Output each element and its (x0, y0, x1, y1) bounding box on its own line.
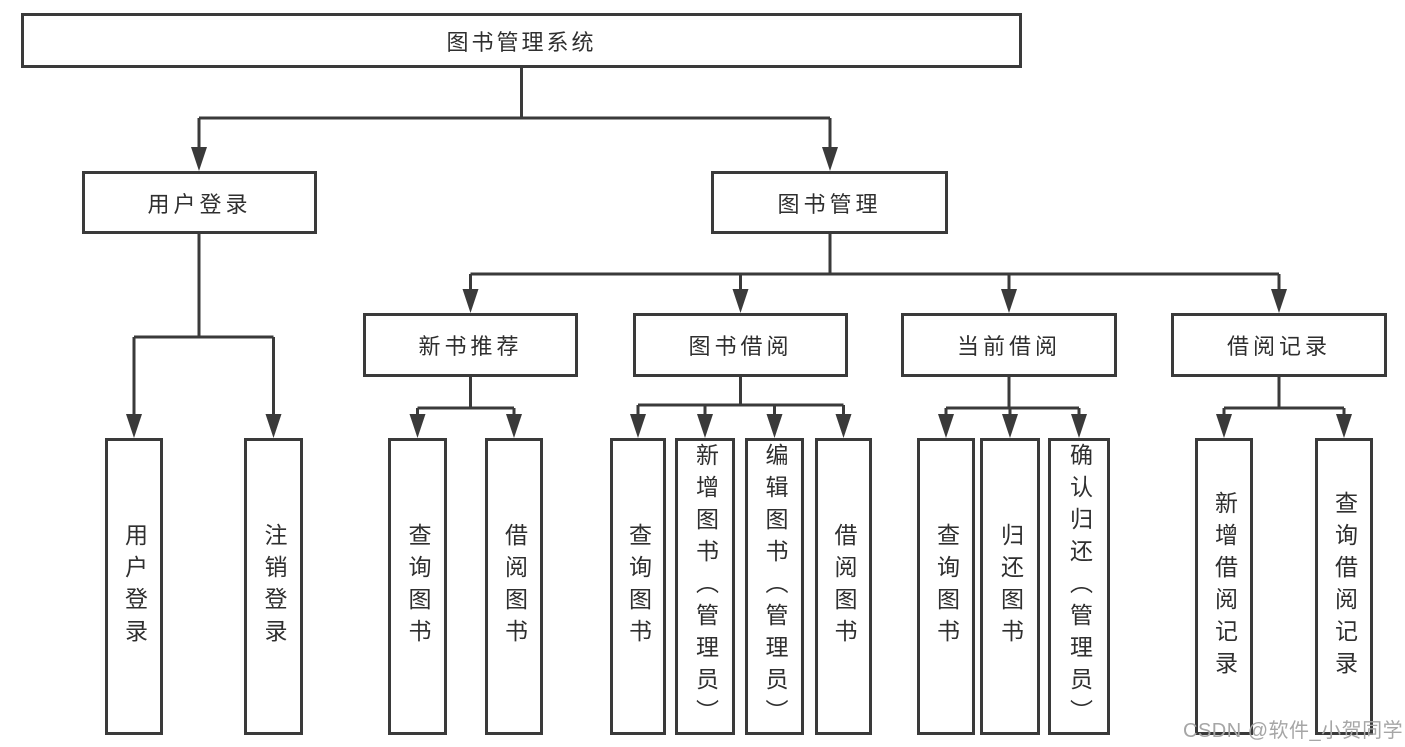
leaf-logout-label: 注销登录 (261, 522, 287, 651)
leaf-add-books-admin-label: 新增图书（管理员） (692, 442, 719, 731)
node-root-label: 图书管理系统 (446, 29, 597, 55)
node-book-management: 图书管理 (711, 171, 948, 234)
leaf-query-books-current: 查询图书 (917, 438, 975, 735)
node-current-borrowing-label: 当前借阅 (956, 334, 1061, 359)
leaf-query-books-recommend-label: 查询图书 (405, 522, 431, 651)
leaf-borrow-books-label: 借阅图书 (831, 522, 857, 651)
leaf-user-login: 用户登录 (105, 438, 163, 735)
leaf-borrow-books-recommend: 借阅图书 (485, 438, 543, 735)
node-user-login: 用户登录 (82, 171, 317, 234)
leaf-query-books-current-label: 查询图书 (933, 522, 960, 651)
node-root-library-system: 图书管理系统 (21, 13, 1022, 68)
leaf-borrow-books-recommend-label: 借阅图书 (501, 522, 528, 651)
leaf-return-books-label: 归还图书 (997, 522, 1024, 651)
leaf-borrow-books: 借阅图书 (815, 438, 872, 735)
leaf-edit-books-admin: 编辑图书（管理员） (745, 438, 804, 735)
node-new-book-recommend: 新书推荐 (363, 313, 578, 377)
node-current-borrowing: 当前借阅 (901, 313, 1117, 377)
leaf-user-login-label: 用户登录 (121, 522, 148, 651)
node-user-login-label: 用户登录 (147, 191, 252, 217)
leaf-logout: 注销登录 (244, 438, 303, 735)
leaf-query-borrow-record-label: 查询借阅记录 (1331, 490, 1358, 683)
node-book-management-label: 图书管理 (777, 191, 882, 217)
leaf-confirm-return-admin-label: 确认归还（管理员） (1066, 442, 1093, 731)
leaf-add-books-admin: 新增图书（管理员） (675, 438, 735, 735)
node-book-borrowing: 图书借阅 (633, 313, 848, 377)
node-borrowing-records-label: 借阅记录 (1226, 334, 1331, 359)
leaf-add-borrow-record: 新增借阅记录 (1195, 438, 1253, 735)
node-new-book-recommend-label: 新书推荐 (418, 334, 523, 359)
leaf-return-books: 归还图书 (980, 438, 1040, 735)
leaf-confirm-return-admin: 确认归还（管理员） (1048, 438, 1110, 735)
leaf-query-borrow-record: 查询借阅记录 (1315, 438, 1373, 735)
leaf-query-books-recommend: 查询图书 (388, 438, 447, 735)
csdn-watermark: CSDN @软件_小贺同学 (1183, 720, 1404, 742)
node-book-borrowing-label: 图书借阅 (688, 334, 793, 359)
leaf-query-books-borrowing-label: 查询图书 (625, 522, 652, 651)
leaf-edit-books-admin-label: 编辑图书（管理员） (762, 442, 788, 731)
leaf-add-borrow-record-label: 新增借阅记录 (1211, 490, 1238, 683)
leaf-query-books-borrowing: 查询图书 (610, 438, 666, 735)
node-borrowing-records: 借阅记录 (1171, 313, 1387, 377)
